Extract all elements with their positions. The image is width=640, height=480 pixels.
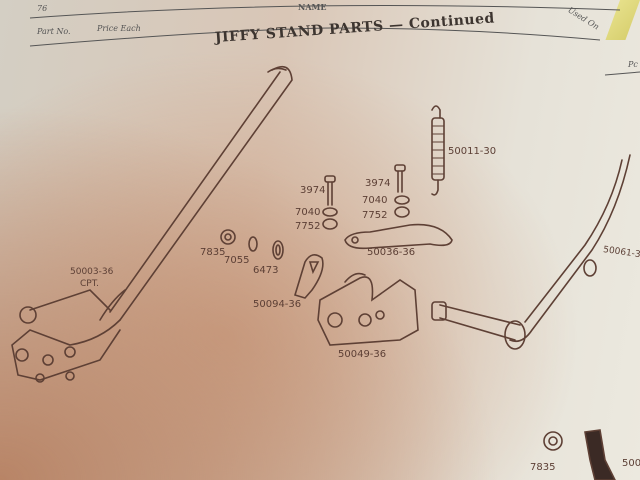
stand-leg-drawing [431, 154, 631, 350]
name-column-header: NAME [298, 2, 327, 12]
part-label-bottom-fragment: 500 [622, 458, 640, 469]
price-each-column-header: Price Each [97, 24, 141, 33]
part-label-lockwasher: 7040 [362, 195, 388, 206]
part-label-bracket: 50049-36 [338, 349, 387, 360]
part-label-nut-7835: 7835 [200, 247, 226, 258]
stand-assembly-drawing [11, 65, 293, 383]
page-number: 76 [37, 4, 48, 13]
header-rule-bottom [29, 27, 601, 47]
part-label-washer-6473: 6473 [253, 265, 279, 276]
part-label-nut: 7752 [362, 210, 388, 221]
bracket-drawing [317, 272, 419, 346]
bolt-drawings [322, 164, 410, 230]
bottom-parts-drawing [543, 429, 616, 480]
part-label-stand-complete-note: CPT. [80, 279, 100, 289]
part-label-plate: 50036-36 [367, 247, 416, 258]
part-label-link: 50094-36 [253, 299, 302, 310]
part-label-spring: 50011-30 [448, 146, 497, 157]
spring-drawing [431, 105, 445, 196]
part-no-column-header: Part No. [37, 27, 71, 36]
plate-drawing [344, 223, 453, 250]
link-drawing [294, 254, 324, 299]
part-label-lockwasher: 7040 [295, 207, 321, 218]
part-label-nut: 7752 [295, 221, 321, 232]
header-rule-top [29, 5, 621, 19]
part-label-stand-complete: 50003-36 [70, 267, 114, 277]
nut-washer-drawings [220, 229, 284, 260]
part-label-bolt: 3974 [300, 185, 326, 196]
part-label-washer-7055: 7055 [224, 255, 250, 266]
right-page-fragment: Pc [628, 60, 638, 69]
part-label-bolt: 3974 [365, 178, 391, 189]
part-label-nut-bottom: 7835 [530, 462, 556, 473]
right-page-rule [604, 71, 640, 76]
